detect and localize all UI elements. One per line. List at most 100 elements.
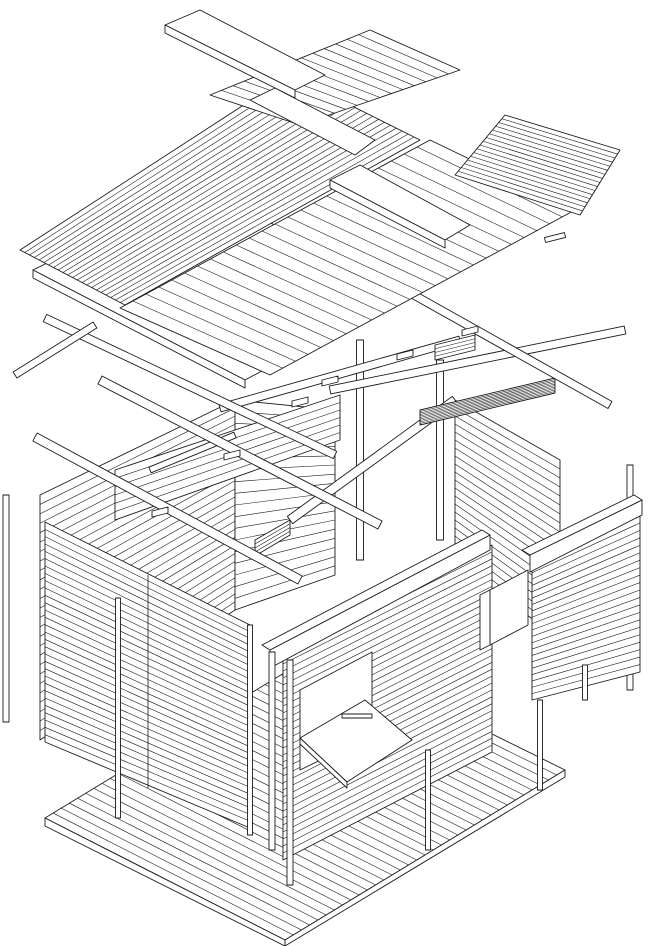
corrugated-sheet-back-line bbox=[358, 34, 449, 75]
front-left-wall-siding-line bbox=[44, 690, 251, 781]
corrugated-sheet-front-right-line bbox=[210, 258, 360, 328]
front-left-wall-siding-line bbox=[44, 727, 251, 815]
right-wall-latch bbox=[582, 664, 588, 701]
corrugated-sheet-front-left-line bbox=[105, 127, 397, 296]
ridge-cap-low-edge bbox=[329, 179, 446, 249]
front-left-wall-siding-line bbox=[44, 734, 251, 822]
back-right-wall-siding-line bbox=[454, 455, 561, 524]
corrugated-sheet-front-right-line bbox=[287, 216, 436, 286]
corrugated-sheet-front-right-line bbox=[378, 167, 525, 238]
door-panel-edge bbox=[299, 737, 348, 789]
corrugated-sheet-front-right-line bbox=[274, 223, 423, 293]
corrugated-sheet-back-right-line bbox=[501, 118, 618, 155]
front-left-wall-siding-line bbox=[44, 675, 251, 768]
corrugated-sheet-front-left-line bbox=[81, 113, 367, 283]
right-wall-panel-siding-line bbox=[531, 634, 641, 669]
truss-web-line bbox=[254, 527, 291, 549]
corrugated-sheet-back-right bbox=[454, 114, 621, 216]
floor-deck-plank-line bbox=[61, 807, 302, 931]
back-right-wall-siding-line bbox=[454, 479, 561, 551]
back-right-wall-siding-line bbox=[454, 407, 561, 470]
roof-beam-stub bbox=[543, 232, 567, 243]
corrugated-sheet-back-right-line bbox=[486, 137, 606, 175]
front-left-wall-siding-line bbox=[44, 705, 251, 795]
corrugated-sheet-back-right-line bbox=[498, 122, 616, 159]
right-wall-panel-siding-line bbox=[531, 574, 641, 618]
ridge-cap-top bbox=[164, 9, 326, 91]
right-wall-panel-siding-line bbox=[531, 597, 641, 637]
roof-beam-back bbox=[42, 313, 338, 460]
right-wall-panel-siding-line bbox=[531, 612, 641, 650]
back-wall-siding-line bbox=[234, 510, 336, 529]
corrugated-sheet-back-right-line bbox=[464, 163, 588, 204]
roof-beams bbox=[12, 232, 613, 585]
front-left-wall-siding-line bbox=[44, 573, 251, 673]
window-frame bbox=[479, 589, 491, 651]
corrugated-sheet-back-right-line bbox=[479, 144, 601, 183]
front-left-wall-siding-line bbox=[44, 595, 251, 693]
roof-ridge-cap bbox=[164, 9, 471, 249]
front-right-wall-siding-line bbox=[282, 572, 493, 679]
front-left-wall-siding-line bbox=[44, 529, 251, 633]
truss-web-line bbox=[419, 391, 556, 424]
right-wall-panel-siding-line bbox=[531, 582, 641, 624]
floor-deck-plank-line bbox=[110, 778, 352, 901]
corrugated-sheet-back-right-line bbox=[489, 133, 608, 171]
back-right-wall-siding-line bbox=[454, 415, 561, 479]
right-wall-panel-siding-line bbox=[531, 619, 641, 656]
loose-post-left bbox=[2, 494, 10, 723]
front-left-wall-siding-line bbox=[44, 624, 251, 721]
front-left-wall-siding-line bbox=[44, 602, 251, 700]
truss-web-line bbox=[419, 379, 556, 412]
right-wall-panel-siding-line bbox=[531, 522, 641, 573]
right-wall-panel-siding-line bbox=[531, 626, 641, 663]
corrugated-sheet-front-left-line bbox=[91, 119, 379, 288]
floor-deck-plank-line bbox=[101, 783, 343, 906]
corrugated-sheet-front-left-line bbox=[53, 95, 332, 268]
corrugated-sheet-front-left-line bbox=[67, 104, 350, 276]
corrugated-sheet-back-right-line bbox=[467, 159, 591, 200]
corrugated-sheet-back-right-line bbox=[458, 170, 583, 212]
truss-web-line bbox=[434, 338, 476, 350]
corrugated-sheet-front-right-line bbox=[261, 230, 410, 300]
corrugated-sheet-back-line bbox=[347, 39, 438, 79]
corrugated-roof-sheets bbox=[19, 29, 621, 376]
front-left-wall-siding-line bbox=[44, 719, 251, 808]
back-left-wall-siding-line bbox=[39, 407, 236, 505]
corrugated-sheet-front-left-line bbox=[38, 86, 314, 261]
truss-web-line bbox=[419, 383, 556, 417]
corrugated-sheet-front-left-line bbox=[77, 110, 362, 281]
truss-web-line bbox=[254, 530, 291, 553]
front-posts bbox=[247, 624, 543, 886]
front-corner-post bbox=[268, 651, 276, 851]
corrugated-sheet-front-right-line bbox=[326, 195, 474, 266]
corrugated-sheet-front-right-line bbox=[300, 209, 449, 280]
front-left-wall-siding-line bbox=[44, 712, 251, 802]
corrugated-sheet-front-right-line bbox=[404, 153, 550, 225]
front-deck-post bbox=[425, 749, 431, 851]
corrugated-sheet-front-left-line bbox=[120, 136, 415, 303]
back-right-wall-siding-line bbox=[454, 463, 561, 533]
corrugated-sheet-back-right-line bbox=[492, 129, 611, 167]
corrugated-sheet-back-line bbox=[335, 43, 426, 83]
back-right-wall-siding-line bbox=[454, 471, 561, 542]
front-right-wall-siding-line bbox=[282, 724, 493, 833]
corrugated-sheet-back-right-line bbox=[476, 148, 598, 187]
front-deck-post bbox=[537, 699, 543, 791]
front-left-wall-siding-line bbox=[44, 558, 251, 660]
truss-web-line bbox=[434, 345, 476, 357]
front-right-wall-siding-line bbox=[282, 737, 493, 847]
back-right-wall-siding-line bbox=[454, 439, 561, 506]
front-right-wall-siding-line bbox=[282, 731, 493, 840]
truss-web-line bbox=[419, 386, 556, 420]
right-wall-panel-siding-line bbox=[531, 589, 641, 631]
truss-web-line bbox=[419, 389, 556, 423]
front-right-wall-siding-line bbox=[282, 744, 493, 854]
corrugated-sheet-front-left-line bbox=[62, 101, 344, 273]
front-left-wall-siding-line bbox=[44, 551, 251, 653]
floor-deck-plank-line bbox=[85, 793, 327, 916]
front-right-wall-siding-line bbox=[282, 703, 493, 812]
corrugated-sheet-front-right-line bbox=[391, 160, 538, 231]
